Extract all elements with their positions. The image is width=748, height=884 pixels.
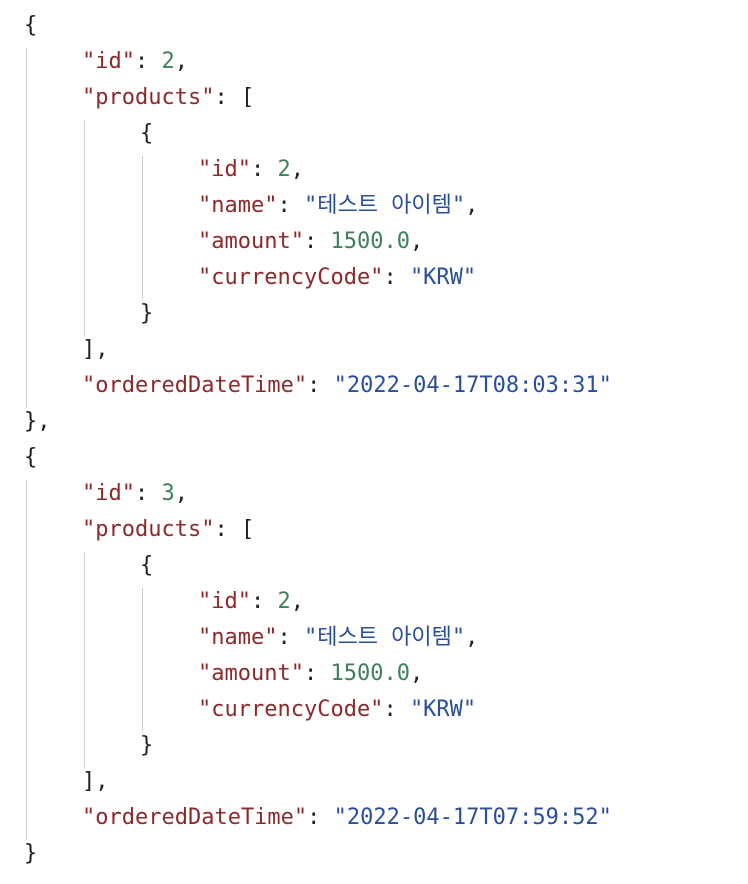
code-line: { — [0, 440, 748, 476]
key-id: "id" — [82, 49, 135, 74]
indent-guide — [26, 48, 27, 408]
order-id-value: 2 — [161, 49, 175, 74]
code-line-ordered-datetime: "orderedDateTime": "2022-04-17T08:03:31" — [82, 373, 612, 398]
key-name: "name" — [198, 625, 278, 650]
product-currency-value: "KRW" — [409, 265, 477, 290]
code-line-product-name: "name": "테스트 아이템", — [198, 625, 479, 650]
open-brace: { — [140, 553, 154, 578]
open-brace: { — [24, 13, 38, 38]
key-id: "id" — [198, 157, 251, 182]
indent-guide — [142, 156, 143, 300]
code-line: } — [0, 296, 748, 332]
code-line-ordered-datetime: "orderedDateTime": "2022-04-17T07:59:52" — [82, 805, 612, 830]
key-currency-code: "currencyCode" — [198, 697, 384, 722]
product-currency-value: "KRW" — [409, 697, 477, 722]
close-bracket: ], — [82, 337, 109, 362]
key-name: "name" — [198, 193, 278, 218]
indent-guide — [84, 120, 85, 336]
open-brace: { — [24, 445, 38, 470]
ordered-datetime-value: "2022-04-17T07:59:52" — [333, 805, 612, 830]
indent-guide — [26, 480, 27, 840]
close-brace: }, — [24, 409, 51, 434]
close-brace: } — [24, 841, 38, 866]
close-bracket: ], — [82, 769, 109, 794]
code-line: ], — [0, 764, 748, 800]
key-amount: "amount" — [198, 229, 304, 254]
product-name-value: "테스트 아이템" — [303, 625, 466, 650]
code-line: }, — [0, 404, 748, 440]
code-line-products: "products": [ — [82, 517, 255, 542]
key-products: "products" — [82, 517, 215, 542]
key-id: "id" — [198, 589, 251, 614]
code-line: } — [0, 836, 748, 872]
key-currency-code: "currencyCode" — [198, 265, 384, 290]
code-line-product-id: "id": 2, — [198, 157, 304, 182]
key-id: "id" — [82, 481, 135, 506]
code-line-product-currency: "currencyCode": "KRW" — [198, 265, 477, 290]
code-line: } — [0, 728, 748, 764]
code-line-order-id: "id": 3, — [82, 481, 188, 506]
code-line-product-amount: "amount": 1500.0, — [198, 661, 424, 686]
code-line-products: "products": [ — [82, 85, 255, 110]
close-brace: } — [140, 301, 154, 326]
product-id-value: 2 — [277, 157, 291, 182]
order-id-value: 3 — [161, 481, 175, 506]
close-brace: } — [140, 733, 154, 758]
code-line: { — [0, 548, 748, 584]
ordered-datetime-value: "2022-04-17T08:03:31" — [333, 373, 612, 398]
product-name-value: "테스트 아이템" — [303, 193, 466, 218]
indent-guide — [142, 588, 143, 732]
code-line: { — [0, 8, 748, 44]
code-line-product-currency: "currencyCode": "KRW" — [198, 697, 477, 722]
key-amount: "amount" — [198, 661, 304, 686]
key-ordered-datetime: "orderedDateTime" — [82, 373, 308, 398]
key-products: "products" — [82, 85, 215, 110]
code-line-product-id: "id": 2, — [198, 589, 304, 614]
code-line-order-id: "id": 2, — [82, 49, 188, 74]
product-amount-value: 1500.0 — [330, 229, 410, 254]
code-line-product-name: "name": "테스트 아이템", — [198, 193, 479, 218]
code-line: ], — [0, 332, 748, 368]
product-amount-value: 1500.0 — [330, 661, 410, 686]
json-code-viewer: { "id": 2, "products": [ { "id": 2, "nam… — [0, 8, 748, 872]
indent-guide — [84, 552, 85, 768]
code-line: { — [0, 116, 748, 152]
code-line-product-amount: "amount": 1500.0, — [198, 229, 424, 254]
product-id-value: 2 — [277, 589, 291, 614]
open-brace: { — [140, 121, 154, 146]
key-ordered-datetime: "orderedDateTime" — [82, 805, 308, 830]
